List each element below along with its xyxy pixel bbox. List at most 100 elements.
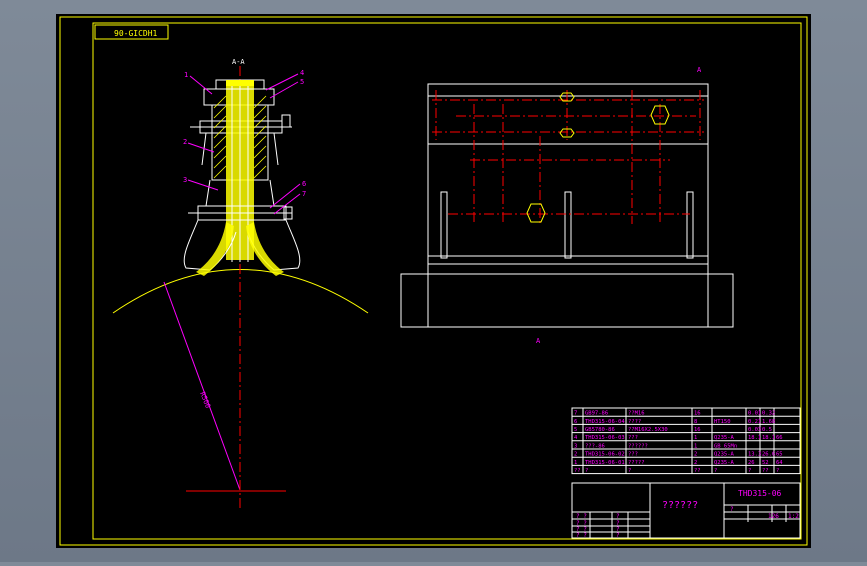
- bom-cell-material: Q235-A: [714, 460, 735, 466]
- bom-cell-no: 3: [574, 443, 577, 449]
- bom-header-cell: ?: [776, 468, 779, 474]
- sign-label-4: ? ?: [576, 532, 587, 539]
- bom-cell-name: ??M16X2.5X30: [628, 427, 668, 433]
- body-hatching: [213, 95, 267, 179]
- drawing-title: ??????: [662, 500, 698, 511]
- bom-cell-code: THD315-06-02: [585, 452, 625, 458]
- bom-cell-qty: 2: [694, 452, 697, 458]
- bom-cell-code: GB5780-86: [585, 427, 615, 433]
- upper-nut: [281, 114, 291, 128]
- hidden-lines: [432, 90, 704, 224]
- bom-cell-name: ???: [628, 435, 638, 441]
- front-view: A A: [400, 66, 734, 345]
- bom-cell-total: 18.1: [762, 435, 775, 441]
- bom-cell-material: GB 65Mn: [714, 443, 737, 449]
- bom-cell-no: 6: [574, 419, 577, 425]
- bom-cell-material: HT150: [714, 419, 731, 425]
- inner-border: [92, 22, 802, 540]
- base: [400, 273, 734, 328]
- title-block: ?????? THD315-06 ? 126 1:2 ? ? ? ? ? ? ?…: [571, 482, 801, 539]
- bom-header-cell: ?: [628, 468, 631, 474]
- bom-cell-qty: 8: [694, 419, 697, 425]
- bom-cell-name: ?????: [628, 460, 645, 466]
- right-curve-tube: [246, 222, 284, 276]
- drawing-number: THD315-06: [738, 489, 782, 498]
- drawing-sheet: [56, 14, 811, 548]
- bom-cell-code: GB97-86: [585, 411, 608, 417]
- bom-cell-code: THD315-06-04: [585, 419, 625, 425]
- bom-cell-qty: 1: [694, 435, 697, 441]
- bom-header: ???????????: [574, 468, 779, 474]
- rod-2: [564, 191, 572, 259]
- bom-cell-unit: 18.1: [748, 435, 761, 441]
- scale-label: ?: [730, 506, 734, 513]
- sign-label-1: ? ?: [576, 513, 587, 520]
- bom-header-cell: ?: [585, 468, 588, 474]
- bom-header-cell: ?: [714, 468, 717, 474]
- leader-4: 4: [300, 69, 304, 77]
- bom-cell-no: 2: [574, 452, 577, 458]
- hex-nut-large-right: [650, 105, 670, 125]
- bom-cell-qty: 16: [694, 427, 701, 433]
- bom-cell-qty: 2: [694, 460, 697, 466]
- bom-cell-note: 65: [776, 452, 783, 458]
- bom-cell-material: Q235-A: [714, 435, 735, 441]
- outer-border: [59, 16, 808, 546]
- leader-1: 1: [184, 71, 188, 79]
- bom-cell-qty: 16: [694, 411, 701, 417]
- bom-cell-name: ???: [628, 452, 638, 458]
- section-view-a-a: R500 A-A 1: [112, 58, 369, 510]
- leader-7: 7: [302, 190, 306, 198]
- sign-label-2: ? ?: [576, 520, 587, 527]
- sign-suffix-3: ?: [616, 526, 620, 533]
- bom-cell-total: 1.68: [762, 419, 775, 425]
- bom-header-cell: ?: [748, 468, 751, 474]
- bom-cell-total: 0.5: [762, 427, 772, 433]
- bom-cell-total: 26.6: [762, 452, 775, 458]
- bom-cell-unit: 0.03: [748, 427, 761, 433]
- sign-suffix-4: ?: [616, 532, 620, 539]
- sheet-label: 1:2: [788, 513, 799, 520]
- section-label: A-A: [232, 58, 245, 66]
- bom-header-cell: ??: [694, 468, 701, 474]
- bom-cell-code: ???-86: [585, 443, 605, 449]
- bom-cell-name: ??M16: [628, 411, 645, 417]
- leader-3: 3: [183, 176, 187, 184]
- bom-cell-no: 4: [574, 435, 578, 441]
- top-cap-fill: [226, 80, 254, 86]
- sign-suffix-2: ?: [616, 520, 620, 527]
- bom-header-cell: ??: [762, 468, 769, 474]
- sign-label-3: ? ?: [576, 526, 587, 533]
- sign-suffix-1: ?: [616, 513, 620, 520]
- bom-cell-no: 1: [574, 460, 577, 466]
- drawing-code-box: [94, 24, 169, 40]
- bom-cell-total: 0.32: [762, 411, 775, 417]
- bom-cell-note: 64: [776, 460, 783, 466]
- bom-header-cell: ??: [574, 468, 581, 474]
- rod-3: [686, 191, 694, 259]
- view-marker-top: A: [697, 66, 702, 74]
- bom-cell-qty: 1: [694, 443, 697, 449]
- weight-value: 126: [768, 513, 779, 520]
- rod-1: [440, 191, 448, 259]
- bom-cell-name: ????: [628, 419, 641, 425]
- lower-nut: [283, 206, 293, 220]
- mid-section: [205, 179, 275, 207]
- hex-nut-middle: [559, 128, 575, 138]
- bom-cell-code: THD315-06-03: [585, 435, 625, 441]
- middle-body: [427, 143, 709, 257]
- bom-cell-total: 52: [762, 460, 769, 466]
- hex-nut-top: [559, 92, 575, 102]
- left-curve-tube: [196, 222, 234, 276]
- bom-cell-unit: 26: [748, 460, 755, 466]
